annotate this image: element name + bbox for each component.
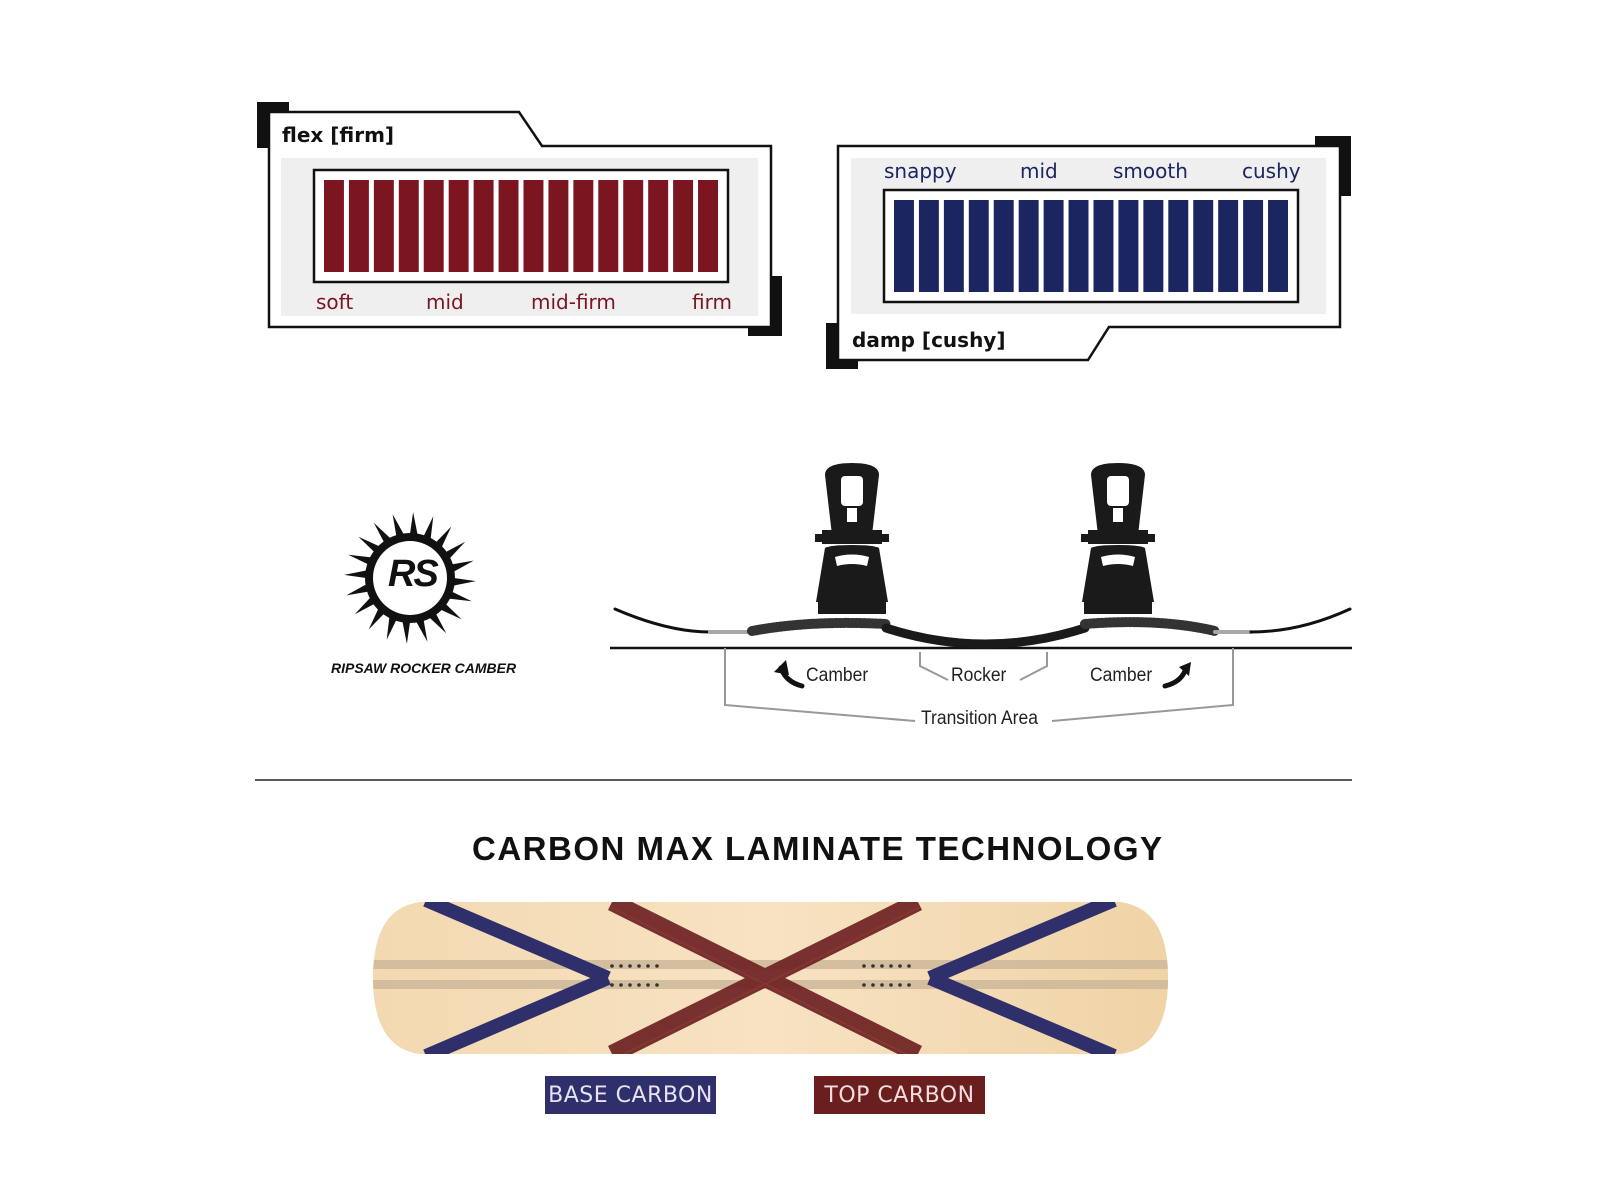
binding-inserts (610, 964, 911, 987)
flex-meter-segment (348, 180, 369, 272)
flex-meter-segment (398, 180, 419, 272)
flex-panel (257, 102, 782, 336)
flex-label-mid: mid (426, 290, 464, 314)
damp-meter-bars (894, 200, 1288, 292)
flex-meter-segment (523, 180, 544, 272)
curved-arrow-icon (1162, 665, 1189, 689)
damp-meter-segment (1018, 200, 1039, 292)
label-rocker: Rocker (951, 665, 1007, 686)
flex-meter-segment (573, 180, 594, 272)
flex-meter-segment (473, 180, 494, 272)
snowboard-top (373, 902, 1168, 1054)
flex-meter-segment (598, 180, 619, 272)
flex-meter-segment (324, 180, 344, 272)
flex-meter-segment (373, 180, 394, 272)
damp-meter-segment (943, 200, 964, 292)
damp-meter-segment (968, 200, 989, 292)
damp-meter-segment (1218, 200, 1239, 292)
flex-meter-segment (548, 180, 569, 272)
base-carbon-stripes (423, 902, 1117, 1054)
flex-meter-segment (673, 180, 694, 272)
laminate-title: CARBON MAX LAMINATE TECHNOLOGY (472, 830, 1164, 867)
damp-meter-segment (1268, 200, 1288, 292)
flex-label-soft: soft (316, 290, 354, 314)
damp-meter-segment (894, 200, 914, 292)
damp-meter-segment (1193, 200, 1214, 292)
damp-meter-segment (1068, 200, 1089, 292)
logo-caption: RIPSAW ROCKER CAMBER (331, 660, 517, 676)
rating-panels-graphic (257, 102, 1351, 369)
damp-panel (826, 136, 1351, 369)
label-transition-area: Transition Area (921, 708, 1038, 729)
flex-meter-bars (324, 180, 718, 272)
camber-profile-graphic (255, 463, 1352, 781)
damp-label-snappy: snappy (884, 159, 957, 183)
damp-meter-segment (1243, 200, 1264, 292)
damp-label-mid: mid (1020, 159, 1058, 183)
damp-meter-segment (1118, 200, 1139, 292)
flex-meter-segment (698, 180, 718, 272)
saw-blade-icon (344, 512, 476, 644)
flex-meter-segment (423, 180, 444, 272)
damp-meter-segment (1093, 200, 1114, 292)
profile-brackets (724, 648, 1234, 722)
binding-icon (815, 463, 889, 614)
top-carbon-label: TOP CARBON (824, 1082, 975, 1108)
top-carbon-badge: TOP CARBON (814, 1076, 985, 1114)
board-profile (613, 607, 1352, 649)
flex-meter-segment (498, 180, 519, 272)
label-camber-right: Camber (1090, 665, 1153, 686)
damp-meter-segment (1143, 200, 1164, 292)
flex-meter-segment (448, 180, 469, 272)
flex-title: flex [firm] (282, 123, 395, 147)
binding-icon (1081, 463, 1155, 614)
base-carbon-label: BASE CARBON (548, 1082, 713, 1108)
damp-meter-segment (918, 200, 939, 292)
damp-meter-segment (993, 200, 1014, 292)
logo-monogram: RS (388, 553, 439, 595)
flex-label-firm: firm (692, 290, 732, 314)
damp-label-smooth: smooth (1113, 159, 1188, 183)
base-carbon-badge: BASE CARBON (545, 1076, 716, 1114)
damp-meter-segment (1043, 200, 1064, 292)
top-carbon-stripes (607, 902, 923, 1054)
label-camber-left: Camber (806, 665, 869, 686)
flex-meter-segment (623, 180, 644, 272)
damp-label-cushy: cushy (1242, 159, 1301, 183)
flex-label-mid-firm: mid-firm (531, 290, 616, 314)
damp-title: damp [cushy] (852, 328, 1006, 352)
damp-meter-segment (1168, 200, 1189, 292)
flex-meter-segment (648, 180, 669, 272)
